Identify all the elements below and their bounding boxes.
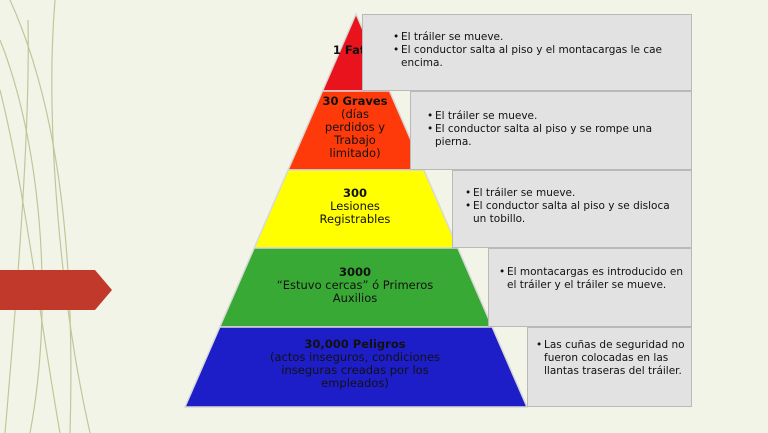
bullet-item: Las cuñas de seguridad no fueron colocad… <box>536 339 685 378</box>
tier-graves-label: 30 Graves (días perdidos y Trabajo limit… <box>300 95 410 160</box>
tier-peligros-line: (actos inseguros, condiciones <box>269 350 441 364</box>
tier-peligros-shape <box>183 326 529 408</box>
bullet-item: El conductor salta al piso y se disloca … <box>465 200 683 226</box>
bullet-item: El conductor salta al piso y el montacar… <box>393 44 683 70</box>
tier-graves-line: (días <box>340 107 370 121</box>
tier-300-line: Lesiones <box>330 199 380 213</box>
tier-3000-line: “Estuvo cercas” ó Primeros <box>276 278 434 292</box>
description-box: El tráiler se mueve. El conductor salta … <box>362 14 692 91</box>
tier-300-line: Registrables <box>319 212 391 226</box>
tier-3000-line: Auxilios <box>332 291 378 305</box>
bullet-item: El tráiler se mueve. <box>393 31 683 44</box>
tier-peligros-title: 30,000 Peligros <box>304 337 406 351</box>
tier-graves-line: perdidos y <box>324 120 386 134</box>
tier-3000-label: 3000 “Estuvo cercas” ó Primeros Auxilios <box>250 266 460 305</box>
tier-graves-line: limitado) <box>329 146 381 160</box>
tier-300-title: 300 <box>342 186 367 200</box>
description-box: El montacargas es introducido en el trái… <box>488 248 692 327</box>
bullet-item: El conductor salta al piso y se rompe un… <box>427 123 683 149</box>
bullet-item: El tráiler se mueve. <box>427 110 683 123</box>
description-box: Las cuñas de seguridad no fueron colocad… <box>527 327 692 407</box>
tier-graves-title: 30 Graves <box>322 94 388 108</box>
tier-300-label: 300 Lesiones Registrables <box>290 187 420 226</box>
tier-peligros-line: inseguras creadas por los <box>281 363 429 377</box>
description-box: El tráiler se mueve. El conductor salta … <box>410 91 692 170</box>
decorative-lines <box>0 0 91 433</box>
tier-peligros-line: empleados) <box>321 376 389 390</box>
description-box: El tráiler se mueve. El conductor salta … <box>452 170 692 248</box>
tier-3000-title: 3000 <box>338 265 371 279</box>
tier-graves-line: Trabajo <box>334 133 376 147</box>
bullet-item: El tráiler se mueve. <box>465 187 683 200</box>
tier-peligros-label: 30,000 Peligros (actos inseguros, condic… <box>225 338 485 390</box>
bullet-item: El montacargas es introducido en el trái… <box>499 266 685 292</box>
pyramid <box>183 12 529 408</box>
arrow-shape <box>0 270 112 310</box>
